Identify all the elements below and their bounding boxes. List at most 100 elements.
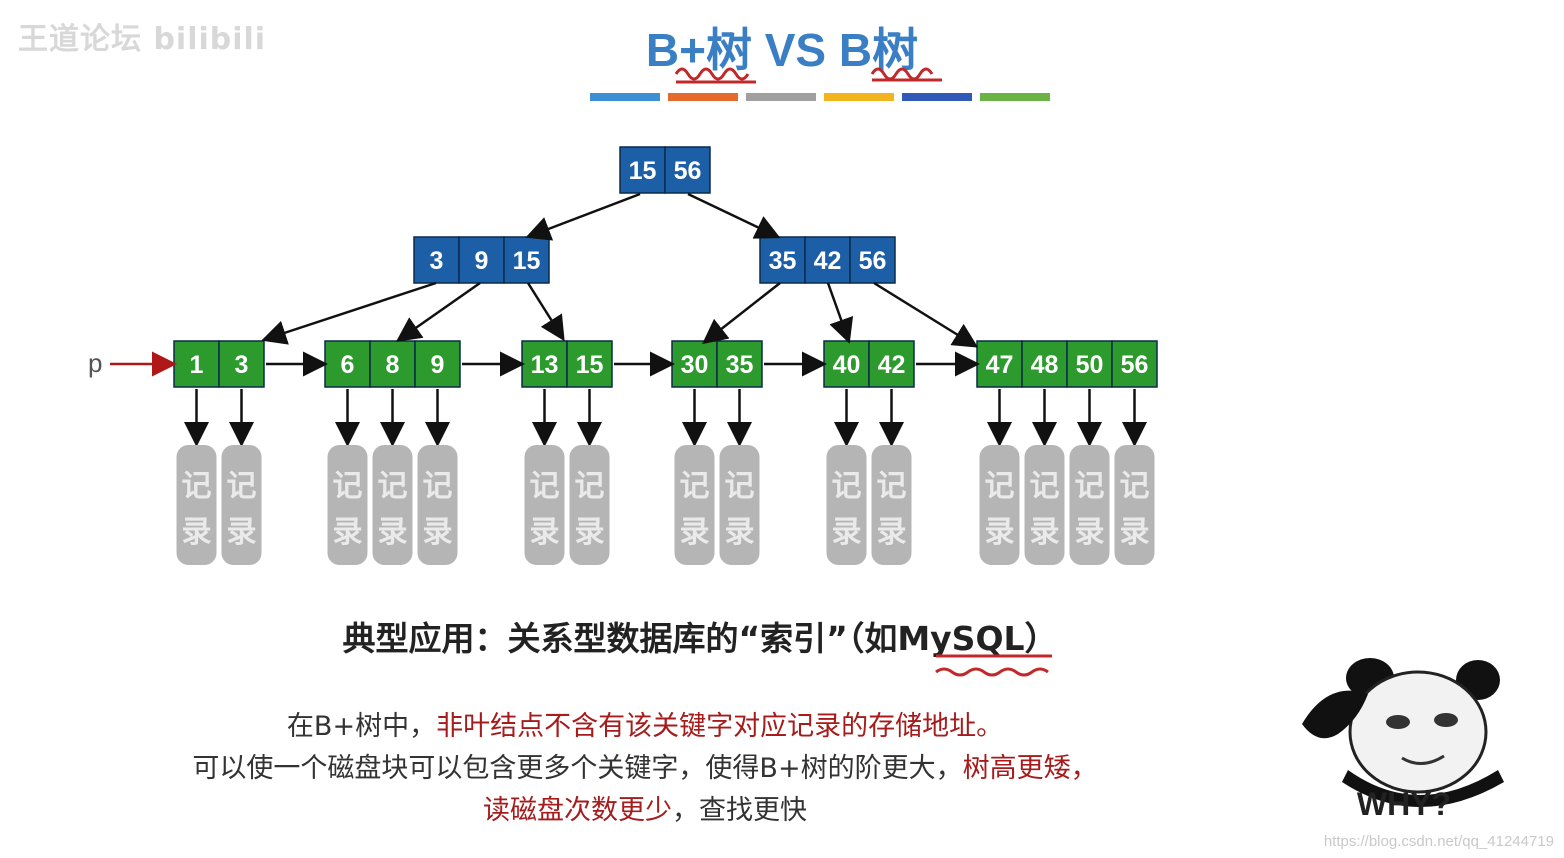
root-node-cell bbox=[664, 146, 711, 194]
leaf-node-cell bbox=[716, 340, 763, 388]
leaf-node-cell bbox=[521, 340, 568, 388]
record-label: 录 bbox=[877, 515, 907, 550]
record-block bbox=[871, 445, 912, 565]
record-label: 记 bbox=[725, 469, 755, 504]
record-label: 记 bbox=[1075, 469, 1105, 504]
leaf-node-key: 30 bbox=[681, 351, 709, 379]
record-label: 记 bbox=[1120, 469, 1150, 504]
root-node-key: 56 bbox=[674, 157, 702, 185]
record-block bbox=[417, 445, 458, 565]
leaf-node-key: 6 bbox=[341, 351, 355, 379]
record-label: 录 bbox=[1030, 515, 1060, 550]
page-title: B+树 VS B树 bbox=[645, 24, 919, 76]
record-label: 记 bbox=[333, 469, 363, 504]
tree-edge bbox=[826, 282, 854, 344]
desc-line-2: 可以使一个磁盘块可以包含更多个关键字，使得B+树的阶更大，树高更矮， bbox=[0, 748, 1290, 790]
tree-edge bbox=[525, 192, 641, 241]
leaf-node-key: 50 bbox=[1076, 351, 1104, 379]
desc-line-2-prefix: 可以使一个磁盘块可以包含更多个关键字，使得B+树的阶更大， bbox=[192, 753, 963, 784]
leaf-node-cell bbox=[414, 340, 461, 388]
leaf-node-key: 1 bbox=[190, 351, 204, 379]
record-label: 录 bbox=[182, 515, 212, 550]
leaf-node-key: 48 bbox=[1031, 351, 1059, 379]
desc-line-3-suffix: ，查找更快 bbox=[672, 795, 807, 826]
record-block bbox=[372, 445, 413, 565]
record-label: 记 bbox=[832, 469, 862, 504]
leaf-node-key: 8 bbox=[386, 351, 400, 379]
leaf-node-key: 15 bbox=[576, 351, 604, 379]
leaf-node-cell bbox=[566, 340, 613, 388]
leaf-node-key: 35 bbox=[726, 351, 754, 379]
internal-node-key: 42 bbox=[814, 247, 842, 275]
internal-node-key: 15 bbox=[513, 247, 541, 275]
record-label: 录 bbox=[575, 515, 605, 550]
leaf-node-cell bbox=[369, 340, 416, 388]
record-block bbox=[221, 445, 262, 565]
watermark-url: https://blog.csdn.net/qq_41244719 bbox=[1323, 833, 1554, 850]
record-label: 记 bbox=[182, 469, 212, 504]
application-heading: 典型应用：关系型数据库的“索引”（如MySQL） bbox=[342, 619, 1058, 658]
record-label: 记 bbox=[530, 469, 560, 504]
tree-edge bbox=[702, 282, 781, 345]
record-block bbox=[1069, 445, 1110, 565]
meme-caption: WHY? bbox=[1356, 786, 1452, 822]
record-label: 记 bbox=[877, 469, 907, 504]
record-block bbox=[719, 445, 760, 565]
record-label: 录 bbox=[333, 515, 363, 550]
record-block bbox=[524, 445, 565, 565]
root-node-cell bbox=[619, 146, 666, 194]
record-label: 录 bbox=[423, 515, 453, 550]
root-node-key: 15 bbox=[629, 157, 657, 185]
leaf-node-cell bbox=[823, 340, 870, 388]
internal-node-key: 35 bbox=[769, 247, 797, 275]
record-label: 录 bbox=[832, 515, 862, 550]
record-block bbox=[674, 445, 715, 565]
panda-meme-image bbox=[1302, 658, 1504, 807]
leaf-node-cell bbox=[976, 340, 1023, 388]
record-block bbox=[826, 445, 867, 565]
leaf-node-cell bbox=[218, 340, 265, 388]
leaf-node-key: 13 bbox=[531, 351, 559, 379]
mysql-underline bbox=[935, 654, 1052, 677]
record-label: 录 bbox=[985, 515, 1015, 550]
record-label: 录 bbox=[227, 515, 257, 550]
tree-edge bbox=[873, 281, 979, 348]
leaf-node-cell bbox=[1066, 340, 1113, 388]
color-bar-segment bbox=[902, 93, 972, 101]
internal-node-cell bbox=[458, 236, 505, 284]
record-label: 录 bbox=[725, 515, 755, 550]
record-block bbox=[327, 445, 368, 565]
internal-node-cell bbox=[503, 236, 550, 284]
internal-node-cell bbox=[849, 236, 896, 284]
color-bar bbox=[590, 93, 1050, 101]
record-label: 记 bbox=[680, 469, 710, 504]
leaf-node-cell bbox=[868, 340, 915, 388]
desc-line-1: 在B+树中，非叶结点不含有该关键字对应记录的存储地址。 bbox=[0, 706, 1290, 748]
color-bar-segment bbox=[590, 93, 660, 101]
leaf-node-cell bbox=[1021, 340, 1068, 388]
color-bar-segment bbox=[824, 93, 894, 101]
desc-line-2-highlight: 树高更矮， bbox=[962, 753, 1098, 784]
record-label: 录 bbox=[1075, 515, 1105, 550]
tree-edge bbox=[526, 282, 565, 342]
record-label: 记 bbox=[378, 469, 408, 504]
record-label: 录 bbox=[378, 515, 408, 550]
desc-line-1-highlight: 非叶结点不含有该关键字对应记录的存储地址。 bbox=[436, 711, 1004, 742]
leaf-node-key: 47 bbox=[986, 351, 1014, 379]
record-block bbox=[979, 445, 1020, 565]
leaf-node-key: 56 bbox=[1121, 351, 1149, 379]
tree-edge bbox=[687, 192, 781, 239]
color-bar-segment bbox=[668, 93, 738, 101]
record-label: 记 bbox=[423, 469, 453, 504]
record-label: 记 bbox=[985, 469, 1015, 504]
color-bar-segment bbox=[980, 93, 1050, 101]
leaf-node-key: 9 bbox=[431, 351, 445, 379]
record-block bbox=[1024, 445, 1065, 565]
record-label: 记 bbox=[575, 469, 605, 504]
leaf-node-key: 3 bbox=[235, 351, 249, 379]
record-label: 记 bbox=[227, 469, 257, 504]
internal-node-key: 56 bbox=[859, 247, 887, 275]
record-block bbox=[176, 445, 217, 565]
desc-line-3: 读磁盘次数更少，查找更快 bbox=[0, 790, 1290, 832]
